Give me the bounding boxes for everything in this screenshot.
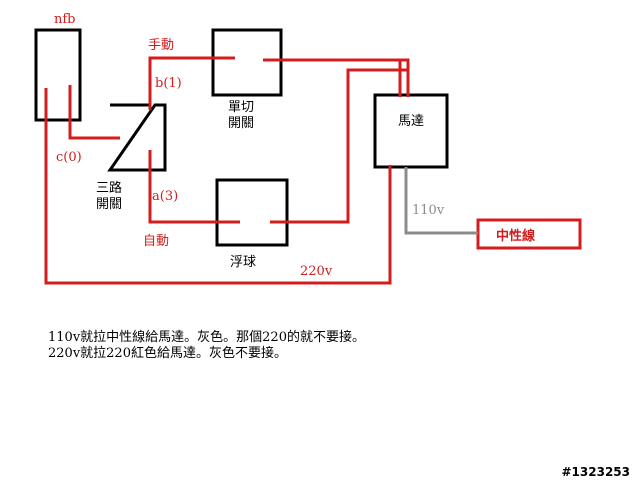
auto-label: 自動 xyxy=(143,234,169,249)
three-way-switch-box xyxy=(107,103,167,172)
neutral-wire-label: 中性線 xyxy=(496,228,536,244)
three-way-label-line1: 三路 xyxy=(96,180,122,196)
return-220v-wire xyxy=(44,88,392,285)
float-ball-label: 浮球 xyxy=(230,255,256,270)
three-way-label-line2: 開關 xyxy=(96,197,122,212)
red-wires xyxy=(44,56,410,285)
b1-label: b(1) xyxy=(155,76,182,91)
single-pole-to-motor-wire xyxy=(263,58,402,97)
gray-110v-wire xyxy=(404,167,478,235)
note-line-2: 220v就拉220紅色給馬達。灰色不要接。 xyxy=(48,346,287,361)
voltage-110v-label: 110v xyxy=(412,203,445,218)
voltage-220v-label: 220v xyxy=(300,264,333,279)
manual-line-wire xyxy=(148,56,235,110)
float-to-motor-wire xyxy=(270,68,410,224)
single-pole-switch-box xyxy=(211,28,283,97)
nfb-to-three-way-wire xyxy=(68,85,120,140)
nfb-label: nfb xyxy=(54,12,76,27)
watermark: #1323253 xyxy=(561,465,630,479)
motor-box xyxy=(373,93,449,169)
single-pole-label-line2: 開關 xyxy=(228,116,254,131)
single-pole-label-line1: 單切 xyxy=(228,100,254,115)
a3-label: a(3) xyxy=(152,189,178,204)
note-line-1: 110v就拉中性線給馬達。灰色。那個220的就不要接。 xyxy=(48,330,365,345)
auto-line-wire xyxy=(148,150,240,224)
notes: 110v就拉中性線給馬達。灰色。那個220的就不要接。 220v就拉220紅色給… xyxy=(48,330,365,362)
c0-label: c(0) xyxy=(56,150,82,165)
manual-label: 手動 xyxy=(148,38,174,53)
float-ball-switch-box xyxy=(215,178,289,247)
motor-label: 馬達 xyxy=(398,114,424,129)
nfb-breaker-box xyxy=(34,28,82,122)
